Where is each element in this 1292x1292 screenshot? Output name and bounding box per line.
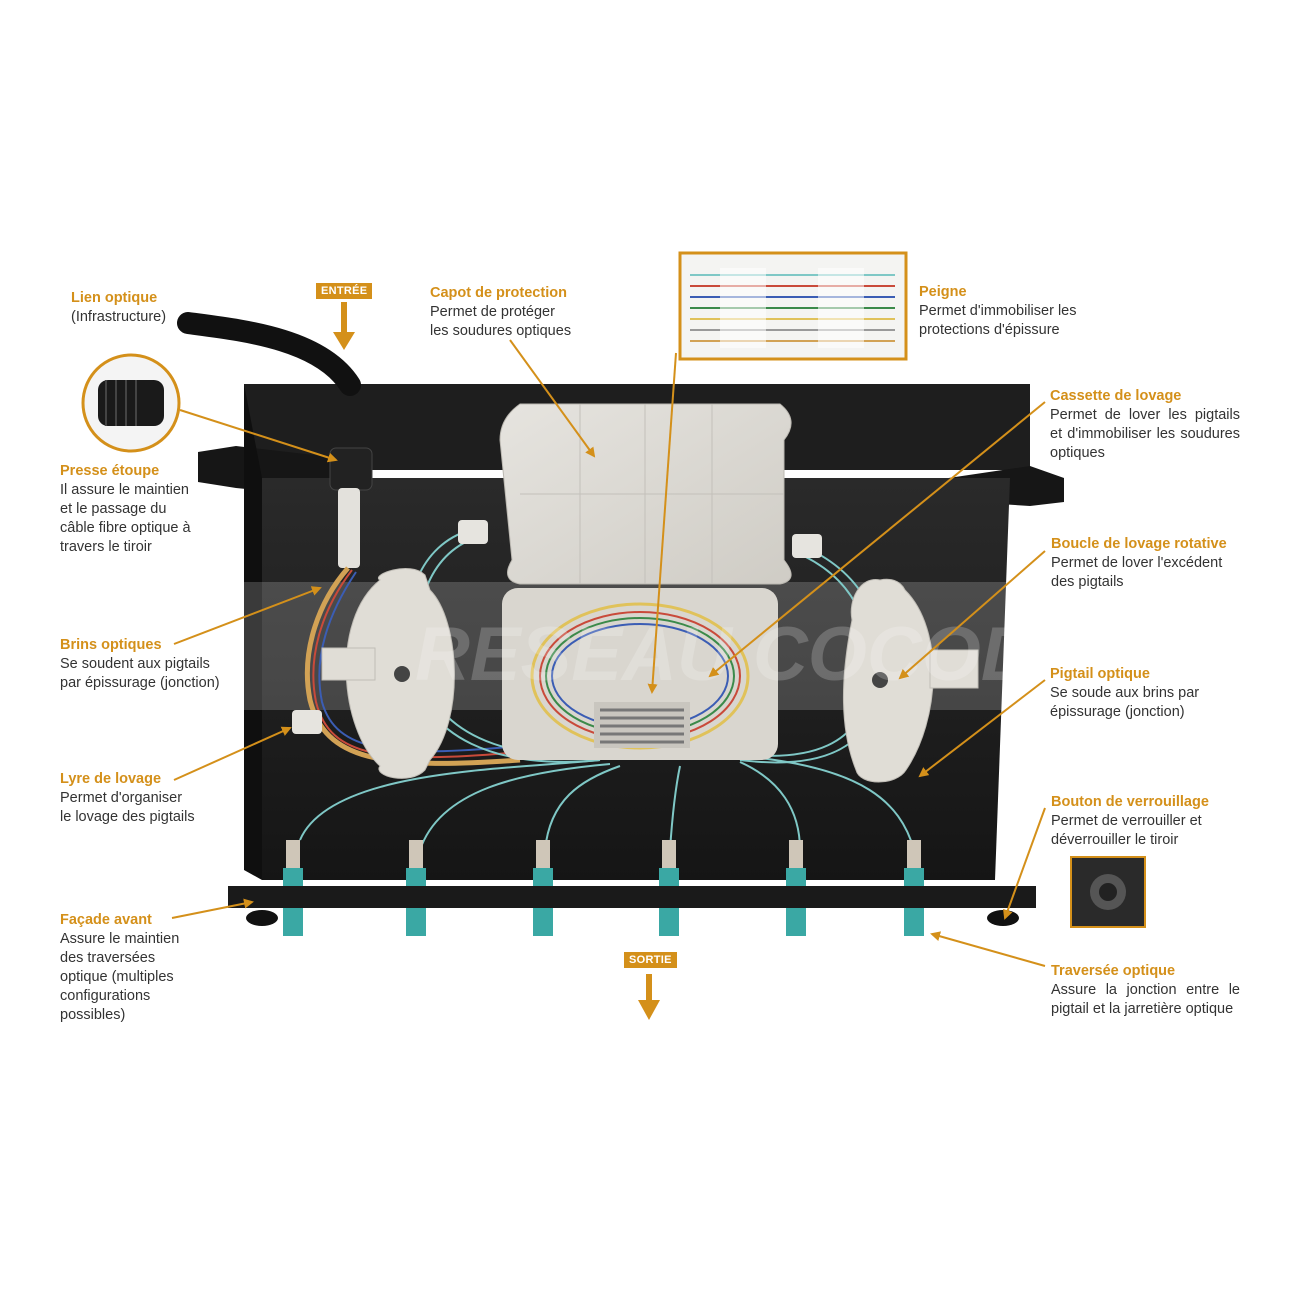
- callout-description: Permet de lover l'excédent des pigtails: [1051, 555, 1223, 590]
- leader-facade: [171, 898, 254, 919]
- callout-title: Traversée optique: [1051, 963, 1176, 979]
- callout-description: Permet d'immobiliser les protections d'é…: [919, 303, 1077, 338]
- callout-presse: Presse étoupe Il assure le maintien et l…: [60, 462, 191, 557]
- leader-bouton: [1003, 807, 1046, 920]
- callout-leaders: [171, 339, 1046, 967]
- exit-tag: SORTIE: [624, 952, 677, 968]
- callout-title: Cassette de lovage: [1050, 388, 1182, 404]
- front-faceplate: [228, 886, 1036, 908]
- callout-capot: Capot de protection Permet de protéger l…: [430, 284, 571, 341]
- optical-adapter: [533, 840, 553, 936]
- callout-description: Permet de lover les pigtails et d'immobi…: [1050, 407, 1240, 461]
- entry-tag: ENTRÉE: [316, 283, 373, 299]
- callout-cassette: Cassette de lovage Permet de lover les p…: [1050, 387, 1240, 463]
- comb-inset: [678, 251, 908, 361]
- callout-lien-optique: Lien optique (Infrastructure): [71, 289, 166, 327]
- splice-cassette: [502, 588, 778, 760]
- callout-boucle: Boucle de lovage rotative Permet de love…: [1051, 535, 1227, 592]
- callout-description: Il assure le maintien et le passage du c…: [60, 482, 191, 555]
- callout-title: Bouton de verrouillage: [1051, 794, 1209, 810]
- callout-title: Peigne: [919, 284, 967, 300]
- leader-lyre: [173, 726, 292, 781]
- callout-description: Permet de verrouiller et déverrouiller l…: [1051, 813, 1202, 848]
- leader-capot: [509, 339, 596, 458]
- exit-arrow: [638, 974, 660, 1020]
- input-cable: [177, 312, 361, 396]
- lyre-clip-left: [292, 710, 322, 734]
- callout-description: Permet d'organiser le lovage des pigtail…: [60, 790, 195, 825]
- callout-brins: Brins optiques Se soudent aux pigtails p…: [60, 636, 220, 693]
- optical-adapter: [283, 840, 303, 936]
- callout-title: Brins optiques: [60, 637, 162, 653]
- callout-title: Façade avant: [60, 912, 152, 928]
- callout-description: Assure la jonction entre le pigtail et l…: [1051, 982, 1240, 1017]
- callout-title: Capot de protection: [430, 285, 567, 301]
- callout-description: Assure le maintien des traversées optiqu…: [60, 931, 180, 1023]
- leader-peigne: [647, 352, 677, 694]
- optical-adapter: [786, 840, 806, 936]
- callout-description: Se soudent aux pigtails par épissurage (…: [60, 656, 220, 691]
- callout-title: Pigtail optique: [1050, 666, 1150, 682]
- callout-traversee: Traversée optique Assure la jonction ent…: [1051, 962, 1240, 1019]
- leader-pigtail: [918, 679, 1046, 778]
- callout-pigtail: Pigtail optique Se soude aux brins par é…: [1050, 665, 1199, 722]
- leader-cassette: [708, 401, 1046, 678]
- lyre-clip-top-right: [792, 534, 822, 558]
- faceplate-foot-left: [246, 910, 278, 926]
- callout-title: Lyre de lovage: [60, 771, 162, 787]
- rotating-spool-right: [842, 578, 934, 783]
- optical-adapter: [659, 840, 679, 936]
- drawer-side-left: [244, 384, 262, 880]
- callout-title: Presse étoupe: [60, 463, 160, 479]
- callout-facade: Façade avant Assure le maintien des trav…: [60, 911, 179, 1025]
- callout-peigne: Peigne Permet d'immobiliser les protecti…: [919, 283, 1076, 340]
- callout-lyre: Lyre de lovage Permet d'organiser le lov…: [60, 770, 195, 827]
- callout-bouton: Bouton de verrouillage Permet de verroui…: [1051, 793, 1209, 850]
- fiber-breakout: [338, 488, 360, 568]
- leader-presse: [179, 409, 338, 463]
- callout-description: Permet de protéger les soudures optiques: [430, 304, 572, 339]
- callout-title: Boucle de lovage rotative: [1051, 536, 1227, 552]
- watermark-text: RESEAU COCODA: [415, 612, 1091, 697]
- cable-gland: [329, 447, 373, 491]
- callout-title: Lien optique: [71, 290, 158, 306]
- leader-boucle: [898, 550, 1046, 680]
- leader-traversee: [930, 931, 1046, 967]
- leader-brins: [173, 586, 322, 645]
- optical-adapter: [406, 840, 426, 936]
- faceplate-foot-right: [987, 910, 1019, 926]
- callout-description: (Infrastructure): [71, 309, 167, 325]
- lyre-clip-top-left: [458, 520, 488, 544]
- callout-description: Se soude aux brins par épissurage (jonct…: [1050, 685, 1200, 720]
- entry-arrow: [333, 302, 355, 350]
- optical-adapter: [904, 840, 924, 936]
